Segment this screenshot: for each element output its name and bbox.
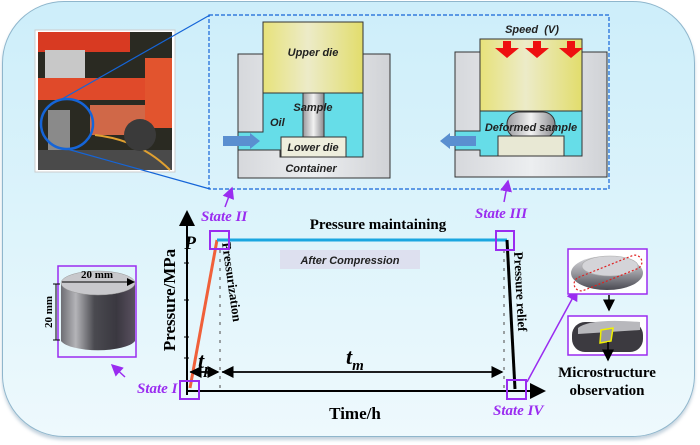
die-after [440,38,608,178]
state-i-label: State I [137,381,179,397]
state-i-pointer [110,363,126,378]
deformed-disk-image [567,248,648,295]
state-i-box [179,380,200,400]
state-iv-label: State IV [493,403,545,419]
oil-label: Oil [270,117,286,129]
pressure-maintaining-label: Pressure maintaining [310,217,447,233]
lower-die-label: Lower die [287,142,338,154]
sample-cylinder [53,265,137,358]
after-compression-box [280,250,420,269]
zoom-line-bottom [66,148,211,190]
tp-label: tp [198,348,212,378]
microstructure-label-2: observation [570,383,646,399]
x-axis-label: Time/h [329,404,381,423]
speed-arrows [495,41,583,58]
sample-label: Sample [293,102,332,114]
y-axis-label: Pressure/MPa [160,248,179,351]
zoom-box [208,14,610,190]
pressurization-label: Pressurization [219,241,245,323]
tm-label: tm [346,344,364,374]
die-before [223,21,391,179]
pressure-relief-label: Pressure relief [511,251,530,332]
outflow-arrow [440,133,476,149]
press-photo [34,29,176,173]
microstructure-label-1: Microstructure [558,365,656,381]
after-compression-label: After Compression [299,255,399,267]
state-iii-label: State III [475,206,528,222]
sample-diameter-label: 20 mm [81,269,113,281]
sample-height-label: 20 mm [43,296,55,328]
state-ii-pointer [222,186,235,208]
speed-label: Speed (V) [505,24,559,36]
container-label: Container [285,163,337,175]
state-iii-pointer [500,179,512,203]
pressure-p-label: P [183,233,196,254]
state-iv-pointer [526,288,578,383]
upper-die-label: Upper die [288,47,339,59]
pressurization-line [188,239,219,389]
relief-line [505,239,517,390]
state-ii-box [209,230,230,250]
state-iii-box [495,230,515,251]
deformed-sample-label: Deformed sample [485,122,577,134]
graph-axes [179,210,546,399]
zoom-line-top [61,14,211,100]
state-ii-label: State II [201,209,248,225]
state-iv-box [506,379,527,400]
